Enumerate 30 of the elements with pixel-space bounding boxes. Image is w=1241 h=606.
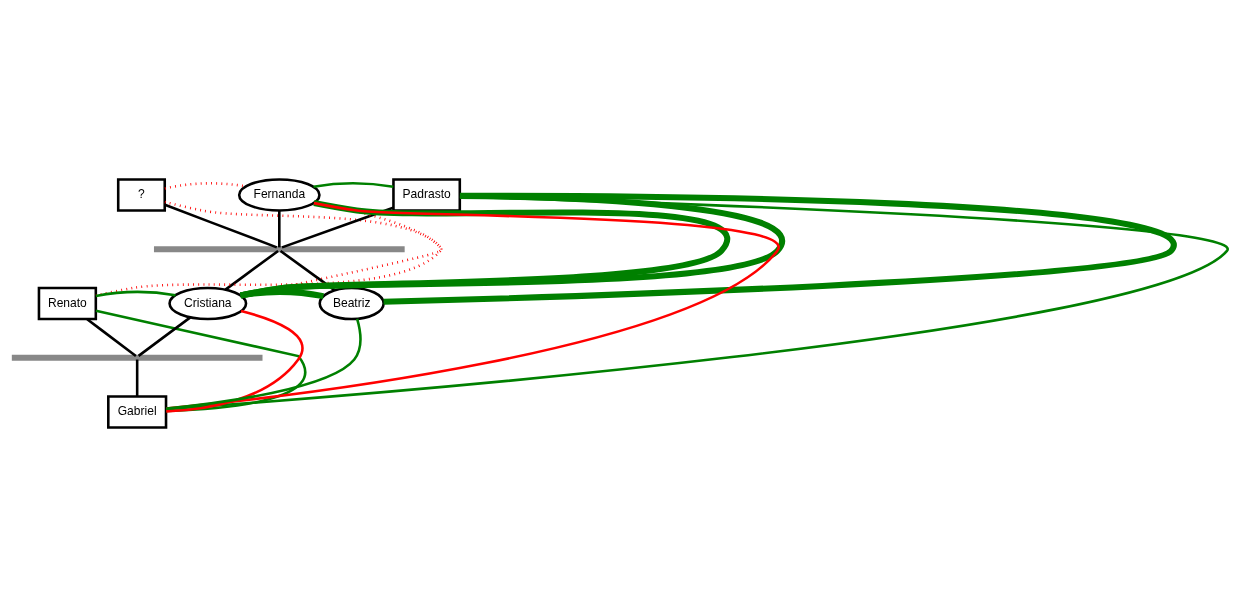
connector [95, 200, 442, 297]
node-ellipse: Beatriz [318, 286, 385, 320]
connector [279, 249, 336, 291]
connector [95, 290, 176, 297]
connector [278, 210, 281, 247]
node-ellipse: Fernanda [237, 177, 321, 212]
connector [313, 181, 394, 188]
connector [239, 288, 324, 299]
connector [137, 315, 192, 357]
connector [166, 201, 779, 410]
connector [164, 203, 278, 249]
connector [135, 359, 139, 396]
connector [383, 192, 1174, 305]
connector [86, 317, 137, 357]
node-bar [153, 245, 405, 252]
node-box: Padrasto [392, 177, 462, 212]
connector [95, 309, 306, 412]
connector [224, 249, 279, 291]
connector [281, 206, 394, 249]
connector [239, 199, 728, 298]
connector [166, 318, 362, 410]
connector [166, 194, 1229, 410]
node-ellipse: Cristiana [168, 286, 248, 320]
connector [164, 200, 442, 297]
node-bar [11, 354, 263, 361]
connector [166, 309, 304, 413]
connector [164, 181, 246, 190]
node-box: ? [116, 177, 166, 212]
node-box: Gabriel [107, 394, 168, 429]
node-box: Renato [37, 286, 98, 320]
